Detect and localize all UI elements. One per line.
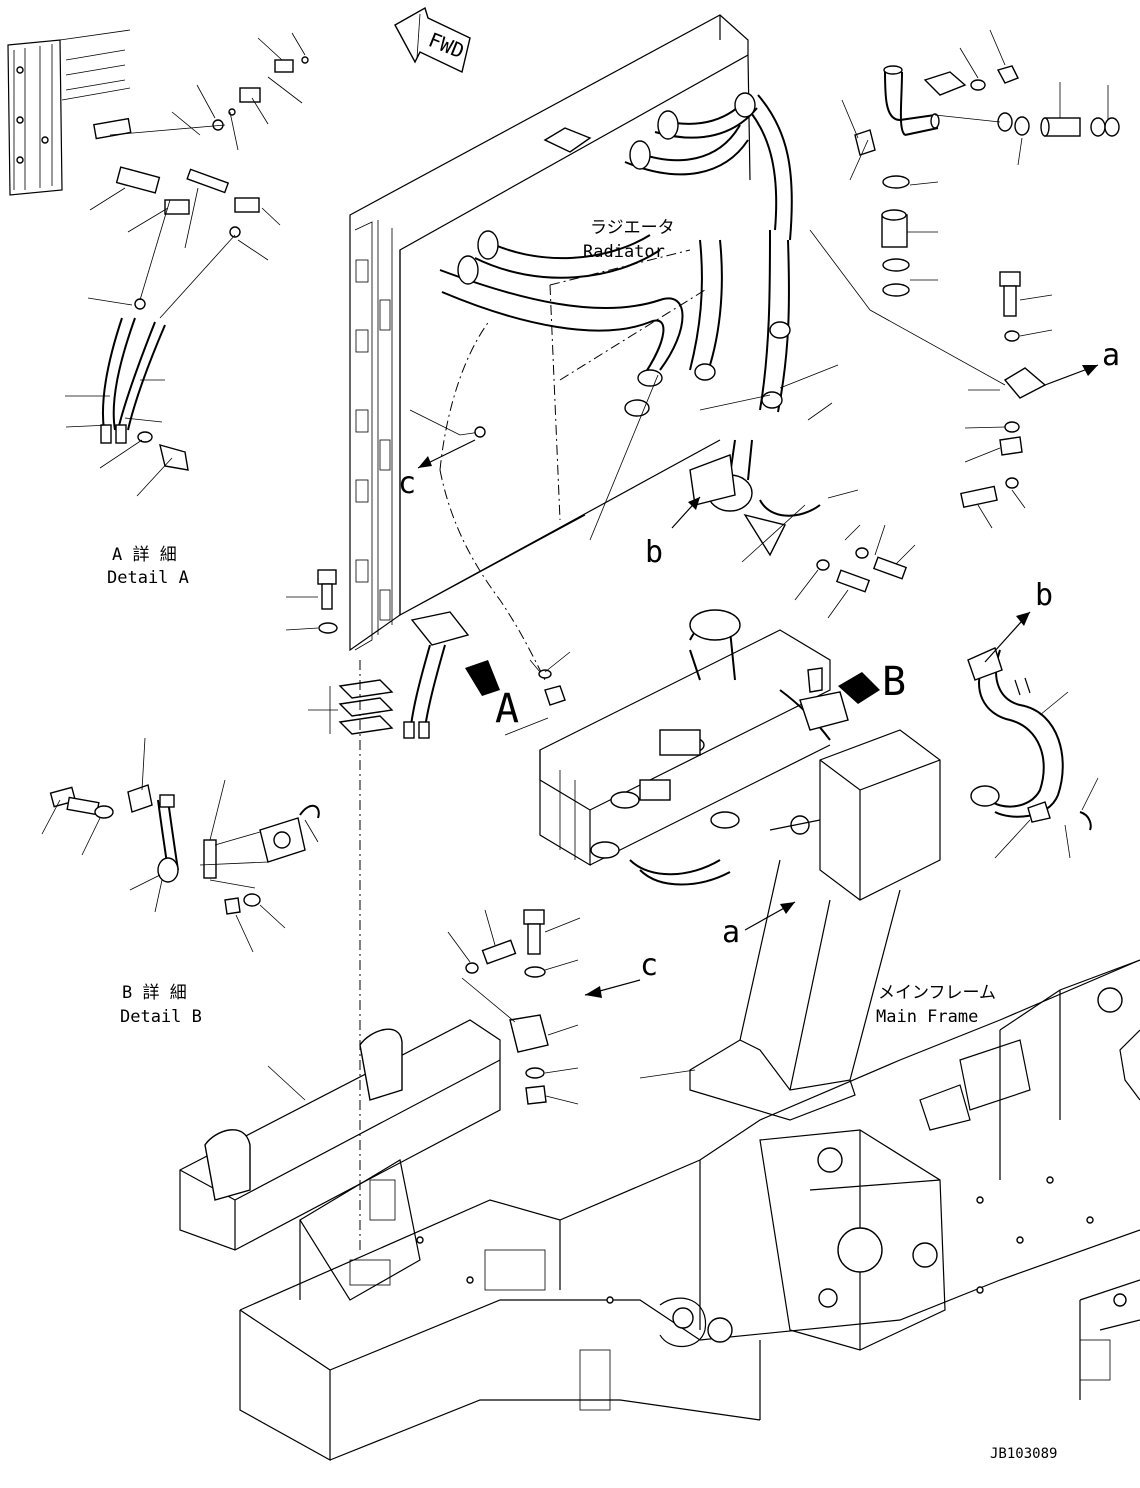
radiator-bottom-fasteners xyxy=(816,547,908,593)
ref-a-radiator: a xyxy=(1102,338,1120,373)
left-mounting-parts xyxy=(285,569,394,1250)
ref-b-radiator: b xyxy=(645,535,663,570)
drawing-number: JB103089 xyxy=(990,1446,1057,1462)
ref-c-radiator: c xyxy=(398,466,416,501)
detail-a-en: Detail A xyxy=(107,568,189,588)
ref-a-main-frame: a xyxy=(722,915,740,950)
view-a-arrow-icon xyxy=(465,660,500,696)
main-frame-drawing xyxy=(179,729,1140,1462)
ref-c-bracket: c xyxy=(640,948,658,983)
detail-a-drawing xyxy=(7,29,309,497)
detail-a-jp: A 詳 細 xyxy=(112,545,177,565)
main-frame-jp: メインフレーム xyxy=(878,983,996,1003)
radiator-jp: ラジエータ xyxy=(590,218,675,238)
radiator-leader-lines xyxy=(589,364,916,619)
detail-b-jp: B 詳 細 xyxy=(122,983,187,1003)
view-a-label: A xyxy=(495,686,519,732)
bracket-c-parts xyxy=(447,909,641,1105)
fwd-arrow-icon xyxy=(394,6,471,74)
cooler-block xyxy=(504,609,880,886)
ref-b-hose: b xyxy=(1035,578,1053,613)
view-b-label: B xyxy=(882,659,906,705)
detail-b-drawing xyxy=(41,737,320,953)
radiator-en: Radiator xyxy=(583,242,665,262)
radiator-assembly xyxy=(349,14,821,681)
view-b-arrow-icon xyxy=(838,672,880,704)
detail-a-callout xyxy=(403,611,500,739)
top-right-parts xyxy=(809,29,1120,529)
main-frame-en: Main Frame xyxy=(876,1007,978,1027)
detail-b-en: Detail B xyxy=(120,1007,202,1027)
hose-b xyxy=(967,611,1099,859)
